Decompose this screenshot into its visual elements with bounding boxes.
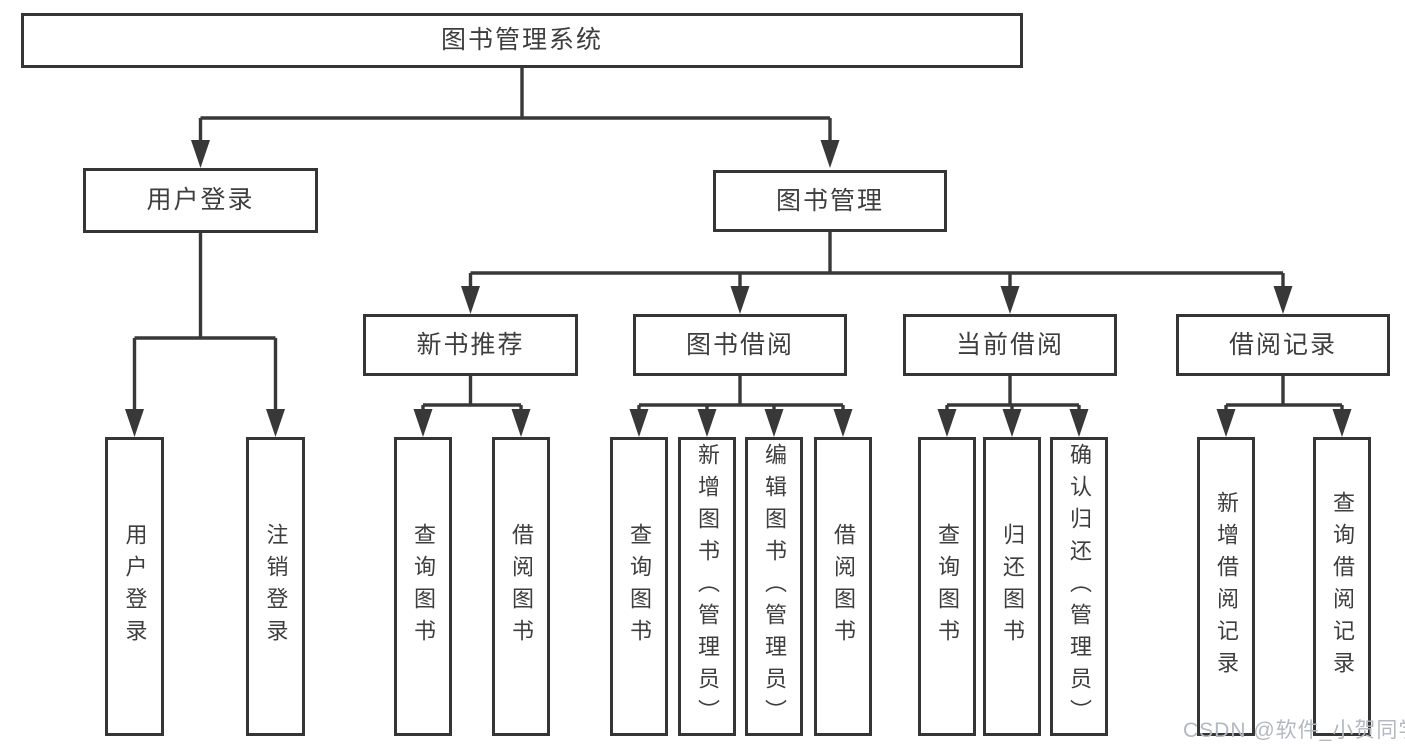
node-borrowing-records: 借阅记录 xyxy=(1176,314,1390,376)
leaf-confirm-return-admin: 确认归还（管理员） xyxy=(1050,437,1108,736)
leaf-add-book-admin: 新增图书（管理员） xyxy=(678,437,736,736)
leaf-logout: 注销登录 xyxy=(246,437,305,736)
node-root: 图书管理系统 xyxy=(21,13,1023,68)
arrowhead-icon xyxy=(1000,286,1020,314)
arrowhead-icon xyxy=(764,409,784,437)
arrowhead-icon xyxy=(629,409,649,437)
arrowhead-icon xyxy=(1216,409,1236,437)
leaf-return-books: 归还图书 xyxy=(983,437,1041,736)
node-book-borrowing-label: 图书借阅 xyxy=(685,330,794,359)
leaf-query-books-1: 查询图书 xyxy=(394,437,452,736)
node-user-login-label: 用户登录 xyxy=(146,186,255,214)
connector-book-management-children xyxy=(461,232,1293,314)
leaf-query-books-2-label: 查询图书 xyxy=(627,522,652,651)
arrowhead-icon xyxy=(697,409,717,437)
arrowhead-icon xyxy=(937,409,957,437)
leaf-borrow-books-1: 借阅图书 xyxy=(492,437,550,736)
node-user-login: 用户登录 xyxy=(83,168,318,233)
leaf-query-books-3-label: 查询图书 xyxy=(935,522,960,651)
arrowhead-icon xyxy=(1069,409,1089,437)
connector-book-borrowing-children xyxy=(629,376,853,437)
node-book-management-label: 图书管理 xyxy=(775,186,884,215)
leaf-borrow-books-2-label: 借阅图书 xyxy=(831,522,856,651)
arrowhead-icon xyxy=(1002,409,1022,437)
arrowhead-icon xyxy=(511,409,531,437)
arrowhead-icon xyxy=(266,409,285,437)
leaf-query-books-1-label: 查询图书 xyxy=(411,522,436,651)
arrowhead-icon xyxy=(1273,286,1293,314)
connector-new-book-children xyxy=(413,376,531,437)
connector-borrowing-records-children xyxy=(1216,376,1352,437)
leaf-confirm-return-admin-label: 确认归还（管理员） xyxy=(1067,442,1092,731)
connector-user-login-children xyxy=(125,233,285,437)
leaf-add-borrow-record: 新增借阅记录 xyxy=(1197,437,1255,736)
leaf-edit-book-admin: 编辑图书（管理员） xyxy=(745,437,803,736)
leaf-edit-book-admin-label: 编辑图书（管理员） xyxy=(762,442,787,731)
arrowhead-icon xyxy=(461,286,480,314)
node-root-label: 图书管理系统 xyxy=(440,26,603,54)
arrowhead-icon xyxy=(1332,409,1352,437)
arrowhead-icon xyxy=(413,409,433,437)
leaf-add-borrow-record-label: 新增借阅记录 xyxy=(1214,490,1239,683)
arrowhead-icon xyxy=(125,409,144,437)
leaf-query-borrow-record-label: 查询借阅记录 xyxy=(1330,490,1355,683)
node-current-borrowing: 当前借阅 xyxy=(903,314,1117,376)
connector-root-to-level1 xyxy=(191,68,840,168)
node-current-borrowing-label: 当前借阅 xyxy=(955,330,1064,359)
leaf-user-login: 用户登录 xyxy=(105,437,164,736)
leaf-query-borrow-record: 查询借阅记录 xyxy=(1313,437,1371,736)
node-new-book-recommend: 新书推荐 xyxy=(363,314,578,376)
leaf-return-books-label: 归还图书 xyxy=(1000,522,1025,651)
leaf-add-book-admin-label: 新增图书（管理员） xyxy=(695,442,720,731)
node-new-book-recommend-label: 新书推荐 xyxy=(416,330,525,359)
leaf-query-books-2: 查询图书 xyxy=(610,437,668,736)
leaf-user-login-label: 用户登录 xyxy=(122,522,148,651)
arrowhead-icon xyxy=(833,409,853,437)
node-book-management: 图书管理 xyxy=(713,170,947,232)
arrowhead-icon xyxy=(730,286,750,314)
leaf-query-books-3: 查询图书 xyxy=(918,437,976,736)
arrowhead-icon xyxy=(820,140,840,168)
leaf-borrow-books-1-label: 借阅图书 xyxy=(509,522,534,651)
leaf-borrow-books-2: 借阅图书 xyxy=(814,437,872,736)
connector-current-borrowing-children xyxy=(937,376,1089,437)
node-book-borrowing: 图书借阅 xyxy=(633,314,847,376)
node-borrowing-records-label: 借阅记录 xyxy=(1228,330,1337,359)
leaf-logout-label: 注销登录 xyxy=(263,522,289,651)
watermark: CSDN @软件_小贺同学 xyxy=(1183,719,1405,742)
arrowhead-icon xyxy=(191,140,210,168)
